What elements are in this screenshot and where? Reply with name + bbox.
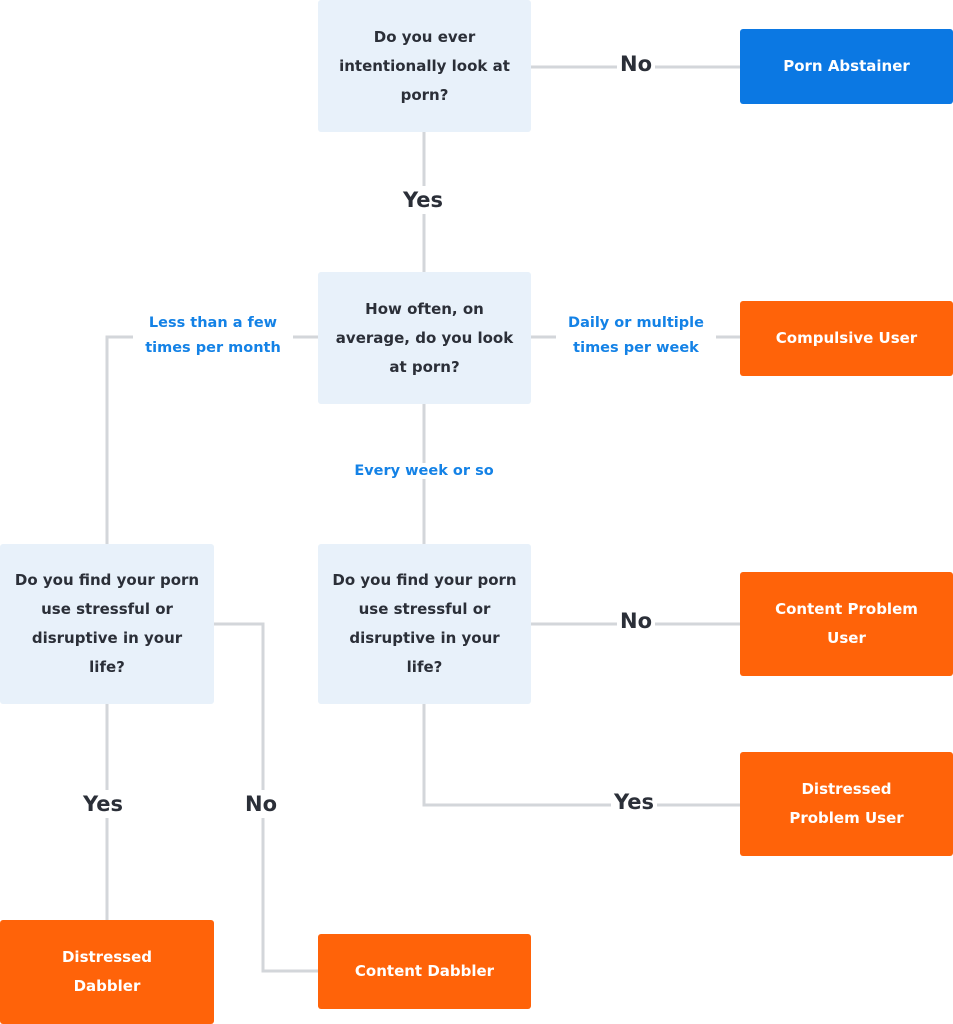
answer-label-less-than-few: Less than a few times per month bbox=[130, 311, 296, 361]
question-intentional-look: Do you ever intentionally look at porn? bbox=[318, 0, 531, 132]
answer-label-weekly: Every week or so bbox=[340, 459, 508, 484]
question-frequency: How often, on average, do you look at po… bbox=[318, 272, 531, 404]
answer-label-q1-yes: Yes bbox=[400, 186, 447, 214]
result-text: Content Problem User bbox=[775, 600, 918, 647]
question-text: Do you find your porn use stressful or d… bbox=[332, 571, 517, 676]
question-text: Do you ever intentionally look at porn? bbox=[339, 27, 510, 104]
result-text: Content Dabbler bbox=[354, 962, 495, 980]
answer-label-q3mid-no: No bbox=[617, 609, 656, 633]
result-text: Porn Abstainer bbox=[783, 57, 910, 75]
result-distressed-dabbler: Distressed Dabbler bbox=[0, 920, 214, 1024]
connector-q3mid-yes bbox=[422, 704, 740, 807]
answer-label-q3left-no: No bbox=[242, 790, 281, 818]
answer-label-text: Every week or so bbox=[350, 463, 498, 479]
result-text: Distressed Dabbler bbox=[61, 948, 153, 995]
result-content-dabbler: Content Dabbler bbox=[318, 934, 531, 1009]
result-compulsive-user: Compulsive User bbox=[740, 301, 953, 376]
connector-q2-less bbox=[105, 335, 318, 544]
question-text: How often, on average, do you look at po… bbox=[335, 299, 514, 376]
result-text: Compulsive User bbox=[775, 329, 918, 347]
answer-label-q1-no: No bbox=[617, 52, 656, 76]
question-stressful-left: Do you find your porn use stressful or d… bbox=[0, 544, 214, 704]
question-stressful-middle: Do you find your porn use stressful or d… bbox=[318, 544, 531, 704]
question-text: Do you find your porn use stressful or d… bbox=[14, 571, 200, 676]
result-distressed-problem-user: Distressed Problem User bbox=[740, 752, 953, 856]
result-porn-abstainer: Porn Abstainer bbox=[740, 29, 953, 104]
answer-label-q3left-yes: Yes bbox=[80, 790, 127, 818]
result-text: Distressed Problem User bbox=[789, 780, 904, 827]
answer-label-daily: Daily or multiple times per week bbox=[552, 311, 720, 361]
answer-label-q3mid-yes: Yes bbox=[611, 790, 658, 814]
result-content-problem-user: Content Problem User bbox=[740, 572, 953, 676]
answer-label-text: Daily or multiple times per week bbox=[556, 311, 716, 361]
answer-label-text: Less than a few times per month bbox=[133, 311, 293, 361]
